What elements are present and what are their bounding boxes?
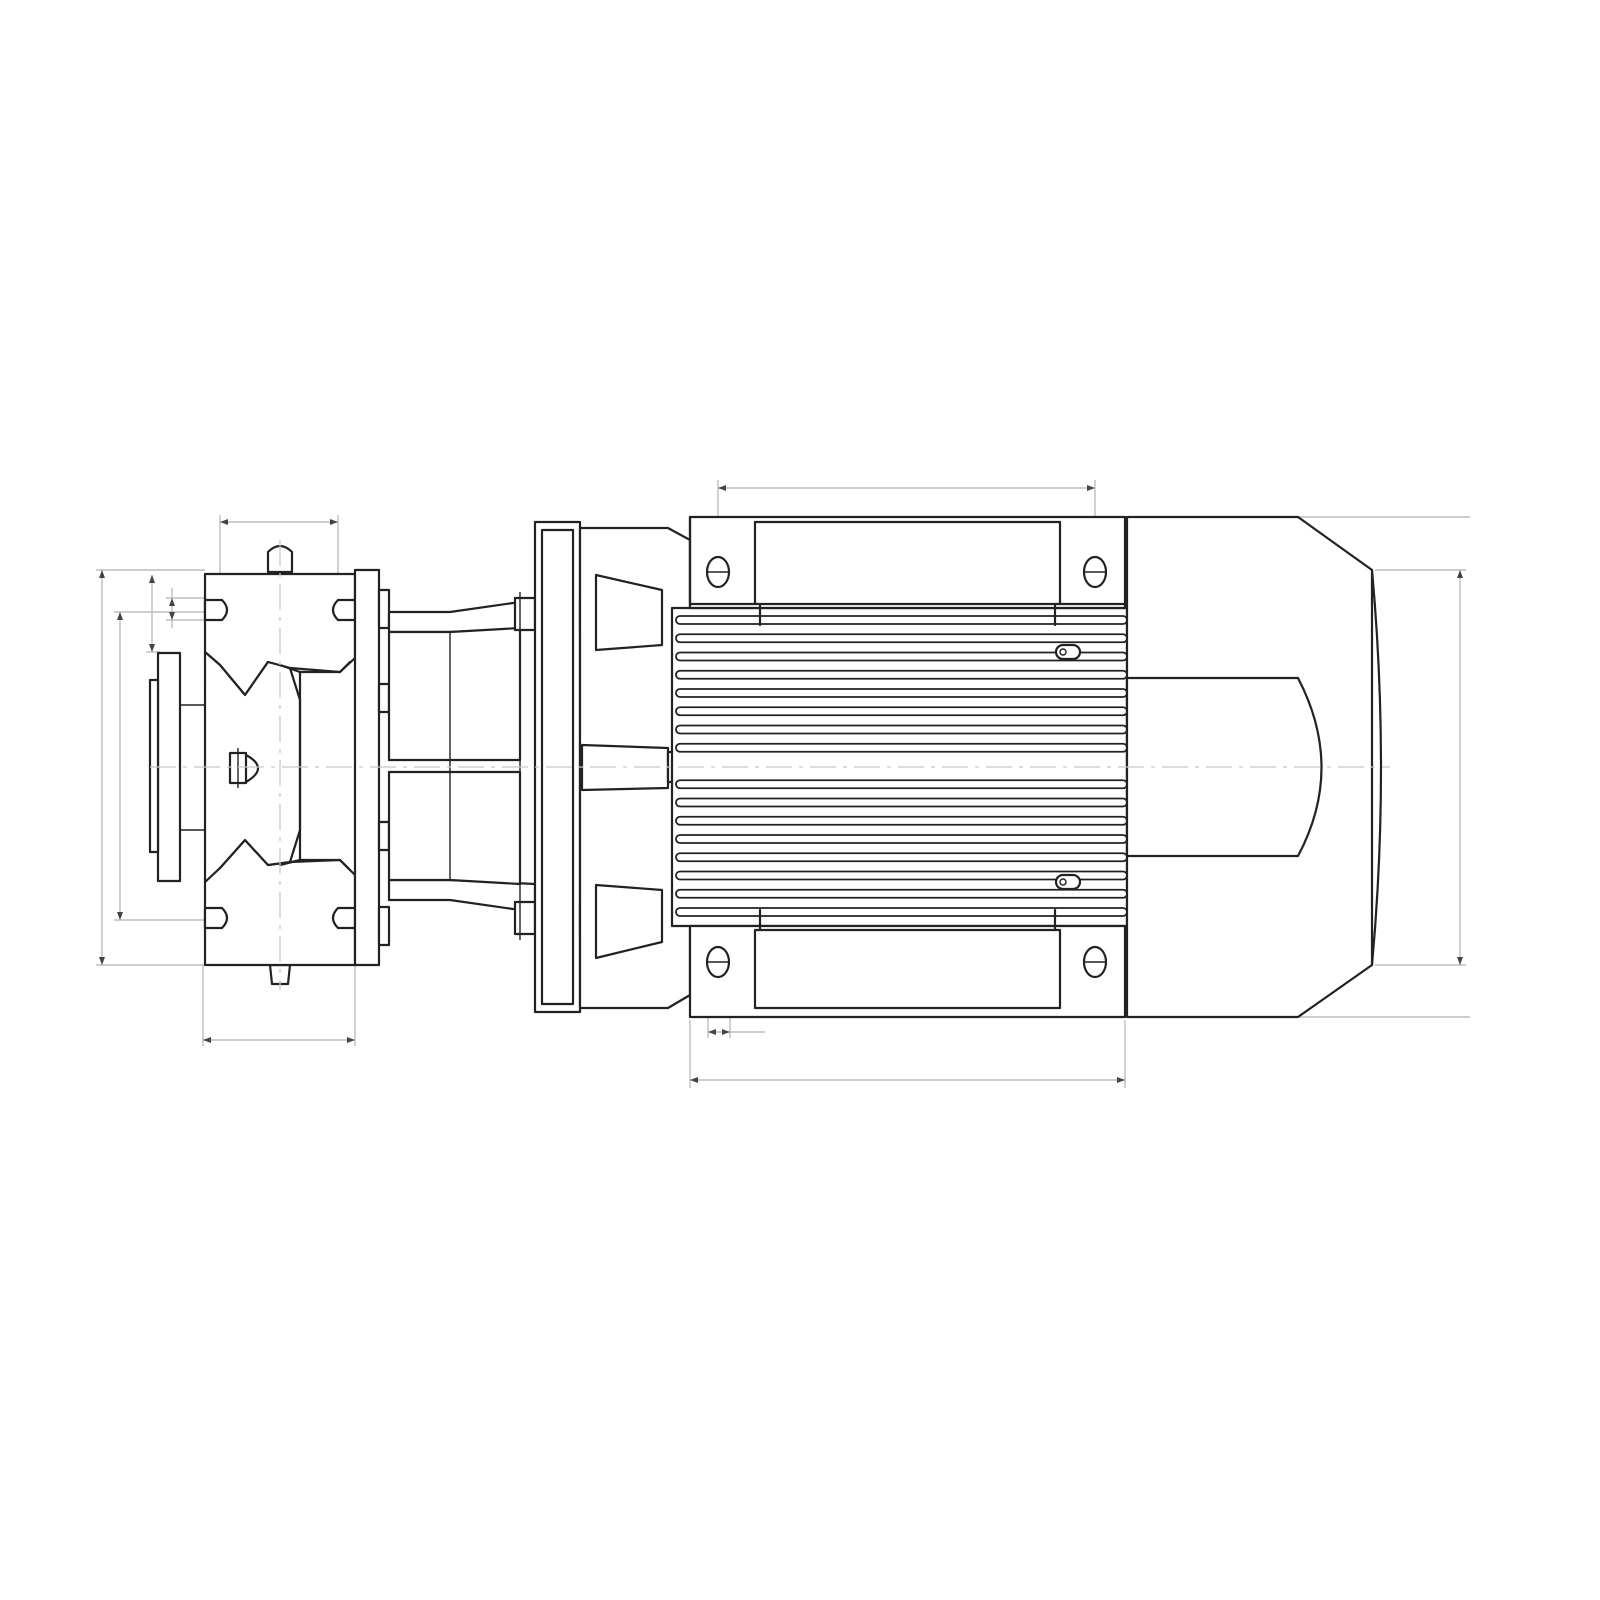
cooling-fin (675, 742, 1128, 753)
centerlines (150, 540, 1390, 990)
cooling-fin (675, 907, 1128, 917)
foot-hole (705, 555, 731, 589)
foot-hole (1082, 945, 1108, 979)
cooling-fin (675, 888, 1128, 899)
cooling-fin (675, 633, 1128, 644)
cooling-fin (675, 852, 1128, 863)
foot-hole (705, 945, 731, 979)
cooling-fin (675, 669, 1128, 680)
cooling-fin (675, 724, 1128, 735)
cooling-fin (675, 834, 1128, 844)
cooling-fin (675, 615, 1128, 625)
cooling-fin (675, 815, 1128, 826)
pump-bracket (387, 592, 537, 940)
motor-feet (688, 515, 1127, 1019)
fin-group (675, 615, 1128, 917)
cooling-fin (675, 688, 1128, 698)
cooling-fin (675, 797, 1128, 808)
cooling-fin (675, 779, 1128, 790)
foot-hole (1082, 555, 1108, 589)
cooling-fin (675, 706, 1128, 717)
